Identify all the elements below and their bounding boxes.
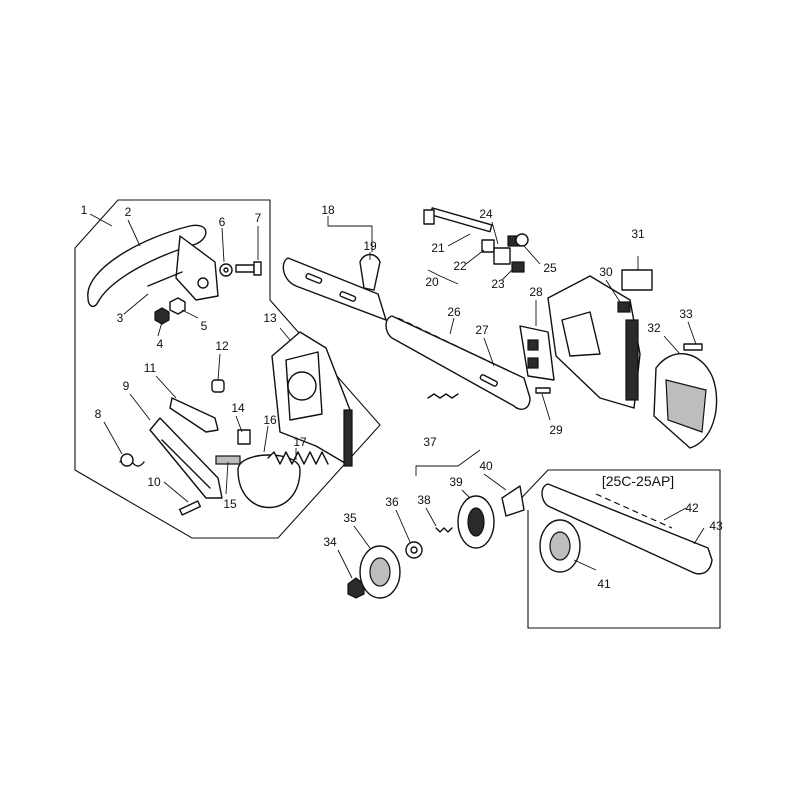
callout-16: 16: [263, 413, 277, 427]
callout-15: 15: [223, 497, 237, 511]
clip: [237, 429, 251, 445]
cover-bolt: [683, 343, 703, 351]
chain-cover: [271, 331, 353, 467]
callout-8: 8: [95, 407, 102, 421]
bolt: [235, 261, 262, 276]
side-plate: [519, 325, 555, 381]
callout-13: 13: [263, 311, 277, 325]
clutch-hub: [501, 485, 525, 517]
callout-12: 12: [215, 339, 229, 353]
bar-guard-strap: [359, 253, 381, 291]
bushing: [211, 379, 225, 393]
callout-26: 26: [447, 305, 461, 319]
nut: [154, 307, 170, 325]
link-arm: [169, 397, 219, 433]
callout-35: 35: [343, 511, 357, 525]
callout-43: 43: [709, 519, 723, 533]
rear-cover: [653, 353, 718, 449]
callout-42: 42: [685, 501, 699, 515]
clutch-spring: [435, 527, 453, 533]
adjuster-nut: [493, 247, 511, 265]
callout-2: 2: [125, 205, 132, 219]
callout-24: 24: [479, 207, 493, 221]
callout-10: 10: [147, 475, 161, 489]
callout-34: 34: [323, 535, 337, 549]
small-nut: [511, 261, 525, 273]
callout-38: 38: [417, 493, 431, 507]
long-bolt: [423, 207, 493, 233]
saw-chain: [397, 317, 499, 399]
callout-30: 30: [599, 265, 613, 279]
callout-22: 22: [453, 259, 467, 273]
adjuster-block: [481, 239, 495, 253]
leader-lines: [89, 213, 705, 579]
callout-4: 4: [157, 337, 164, 351]
spring: [119, 453, 145, 467]
callout-1: 1: [81, 203, 88, 217]
callout-27: 27: [475, 323, 489, 337]
callout-6: 6: [219, 215, 226, 229]
callout-11: 11: [144, 361, 157, 375]
callout-21: 21: [431, 241, 445, 255]
lever-bolt: [178, 500, 202, 516]
option-sprocket: [539, 519, 581, 573]
callout-39: 39: [449, 475, 463, 489]
label-plate: [621, 269, 653, 291]
callout-40: 40: [479, 459, 493, 473]
callout-28: 28: [529, 285, 543, 299]
callout-29: 29: [549, 423, 563, 437]
callout-41: 41: [597, 577, 611, 591]
bar-guard: [282, 257, 387, 321]
guide-bar: [385, 315, 531, 410]
callout-7: 7: [255, 211, 262, 225]
callout-9: 9: [123, 379, 130, 393]
callout-32: 32: [647, 321, 661, 335]
callout-37: 37: [423, 435, 437, 449]
callout-25: 25: [543, 261, 557, 275]
brake-group-frame: [74, 199, 381, 539]
tension-screw: [507, 233, 529, 247]
brake-lever: [149, 417, 223, 499]
callout-18: 18: [321, 203, 335, 217]
inset-model-label: [25C-25AP]: [602, 473, 674, 489]
brake-band-loop: [237, 454, 301, 508]
callout-31: 31: [631, 227, 645, 241]
housing-nut: [617, 301, 631, 313]
callout-36: 36: [385, 495, 399, 509]
clutch-shoe: [457, 495, 495, 549]
callout-14: 14: [231, 401, 245, 415]
pin: [147, 271, 183, 287]
clutch-nut: [347, 577, 365, 599]
callout-17: 17: [293, 435, 307, 449]
clutch-drum: [359, 545, 401, 599]
engine-housing: [547, 275, 641, 409]
option-group-frame: [509, 469, 721, 629]
brake-band: [87, 224, 207, 308]
callout-20: 20: [425, 275, 439, 289]
callout-5: 5: [201, 319, 208, 333]
clutch-washer: [405, 541, 423, 559]
callout-3: 3: [117, 311, 124, 325]
callout-33: 33: [679, 307, 693, 321]
coil-spring: [267, 451, 329, 465]
option-bar: [541, 483, 713, 575]
callout-19: 19: [363, 239, 377, 253]
collar: [169, 297, 186, 315]
callout-labels: 1 2 3 4 5 6 7 8 9 10 11 12 13 14 15 16 1…: [81, 203, 723, 591]
hand-guard: [175, 235, 219, 301]
callout-23: 23: [491, 277, 505, 291]
washer: [219, 263, 233, 277]
plate-screw: [535, 387, 551, 394]
